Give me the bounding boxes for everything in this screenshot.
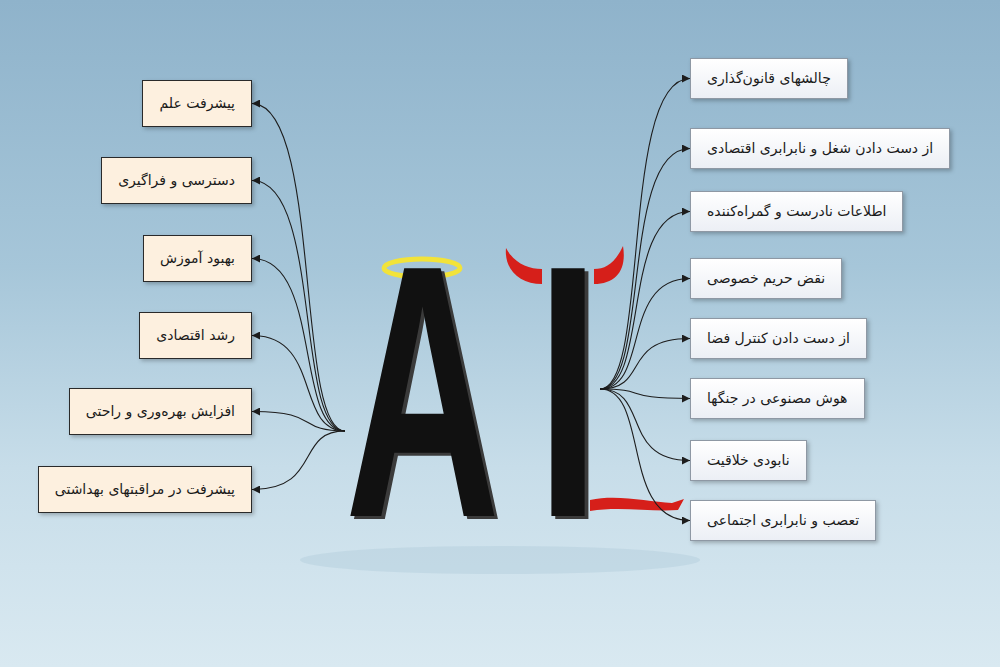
connector-arrow xyxy=(252,412,345,431)
box-label: رشد اقتصادی xyxy=(156,325,235,346)
box-label: پیشرفت علم xyxy=(159,93,235,114)
box-label: دسترسی و فراگیری xyxy=(118,170,235,191)
risk-box: هوش مصنوعی در جنگها xyxy=(690,378,865,419)
connector-arrow xyxy=(600,279,690,390)
connector-arrow xyxy=(252,181,345,431)
connector-arrow xyxy=(252,431,345,490)
connector-arrow xyxy=(600,79,690,390)
risk-box: از دست دادن شغل و نابرابری اقتصادی xyxy=(690,128,950,169)
box-label: بهبود آموزش xyxy=(160,248,235,269)
risk-box: نابودی خلاقیت xyxy=(690,440,807,481)
connector-arrow xyxy=(600,212,690,390)
risk-box: چالشهای قانون‌گذاری xyxy=(690,58,848,99)
benefit-box: پیشرفت علم xyxy=(142,80,252,127)
connector-arrow xyxy=(600,389,690,521)
benefit-box: رشد اقتصادی xyxy=(139,312,252,359)
connector-arrow xyxy=(600,339,690,390)
ai-letter: I xyxy=(536,258,600,520)
letter-glyph: A xyxy=(345,211,500,571)
risk-box: تعصب و نابرابری اجتماعی xyxy=(690,500,876,541)
box-label: هوش مصنوعی در جنگها xyxy=(707,388,848,409)
connector-arrow xyxy=(252,104,345,431)
box-label: افزایش بهره‌وری و راحتی xyxy=(86,401,235,422)
ai-letter: A xyxy=(345,258,500,520)
box-label: نابودی خلاقیت xyxy=(707,450,790,471)
benefit-box: دسترسی و فراگیری xyxy=(101,157,252,204)
connector-arrow xyxy=(252,336,345,431)
box-label: از دست دادن شغل و نابرابری اقتصادی xyxy=(707,138,933,159)
box-label: نقض حریم خصوصی xyxy=(707,268,825,289)
connector-arrow xyxy=(600,389,690,461)
box-label: اطلاعات نادرست و گمراه‌کننده xyxy=(707,201,886,222)
benefit-box: بهبود آموزش xyxy=(143,235,252,282)
connector-arrow xyxy=(252,259,345,431)
devil-tail xyxy=(590,498,684,511)
box-label: چالشهای قانون‌گذاری xyxy=(707,68,831,89)
risk-box: اطلاعات نادرست و گمراه‌کننده xyxy=(690,191,903,232)
box-label: پیشرفت در مراقبتهای بهداشتی xyxy=(55,479,235,500)
risk-box: نقض حریم خصوصی xyxy=(690,258,842,299)
risk-box: از دست دادن کنترل فضا xyxy=(690,318,867,359)
box-label: تعصب و نابرابری اجتماعی xyxy=(707,510,859,531)
benefit-box: پیشرفت در مراقبتهای بهداشتی xyxy=(38,466,252,513)
box-label: از دست دادن کنترل فضا xyxy=(707,328,850,349)
connector-arrow xyxy=(600,149,690,390)
benefit-box: افزایش بهره‌وری و راحتی xyxy=(69,388,252,435)
letter-glyph: I xyxy=(536,211,600,571)
